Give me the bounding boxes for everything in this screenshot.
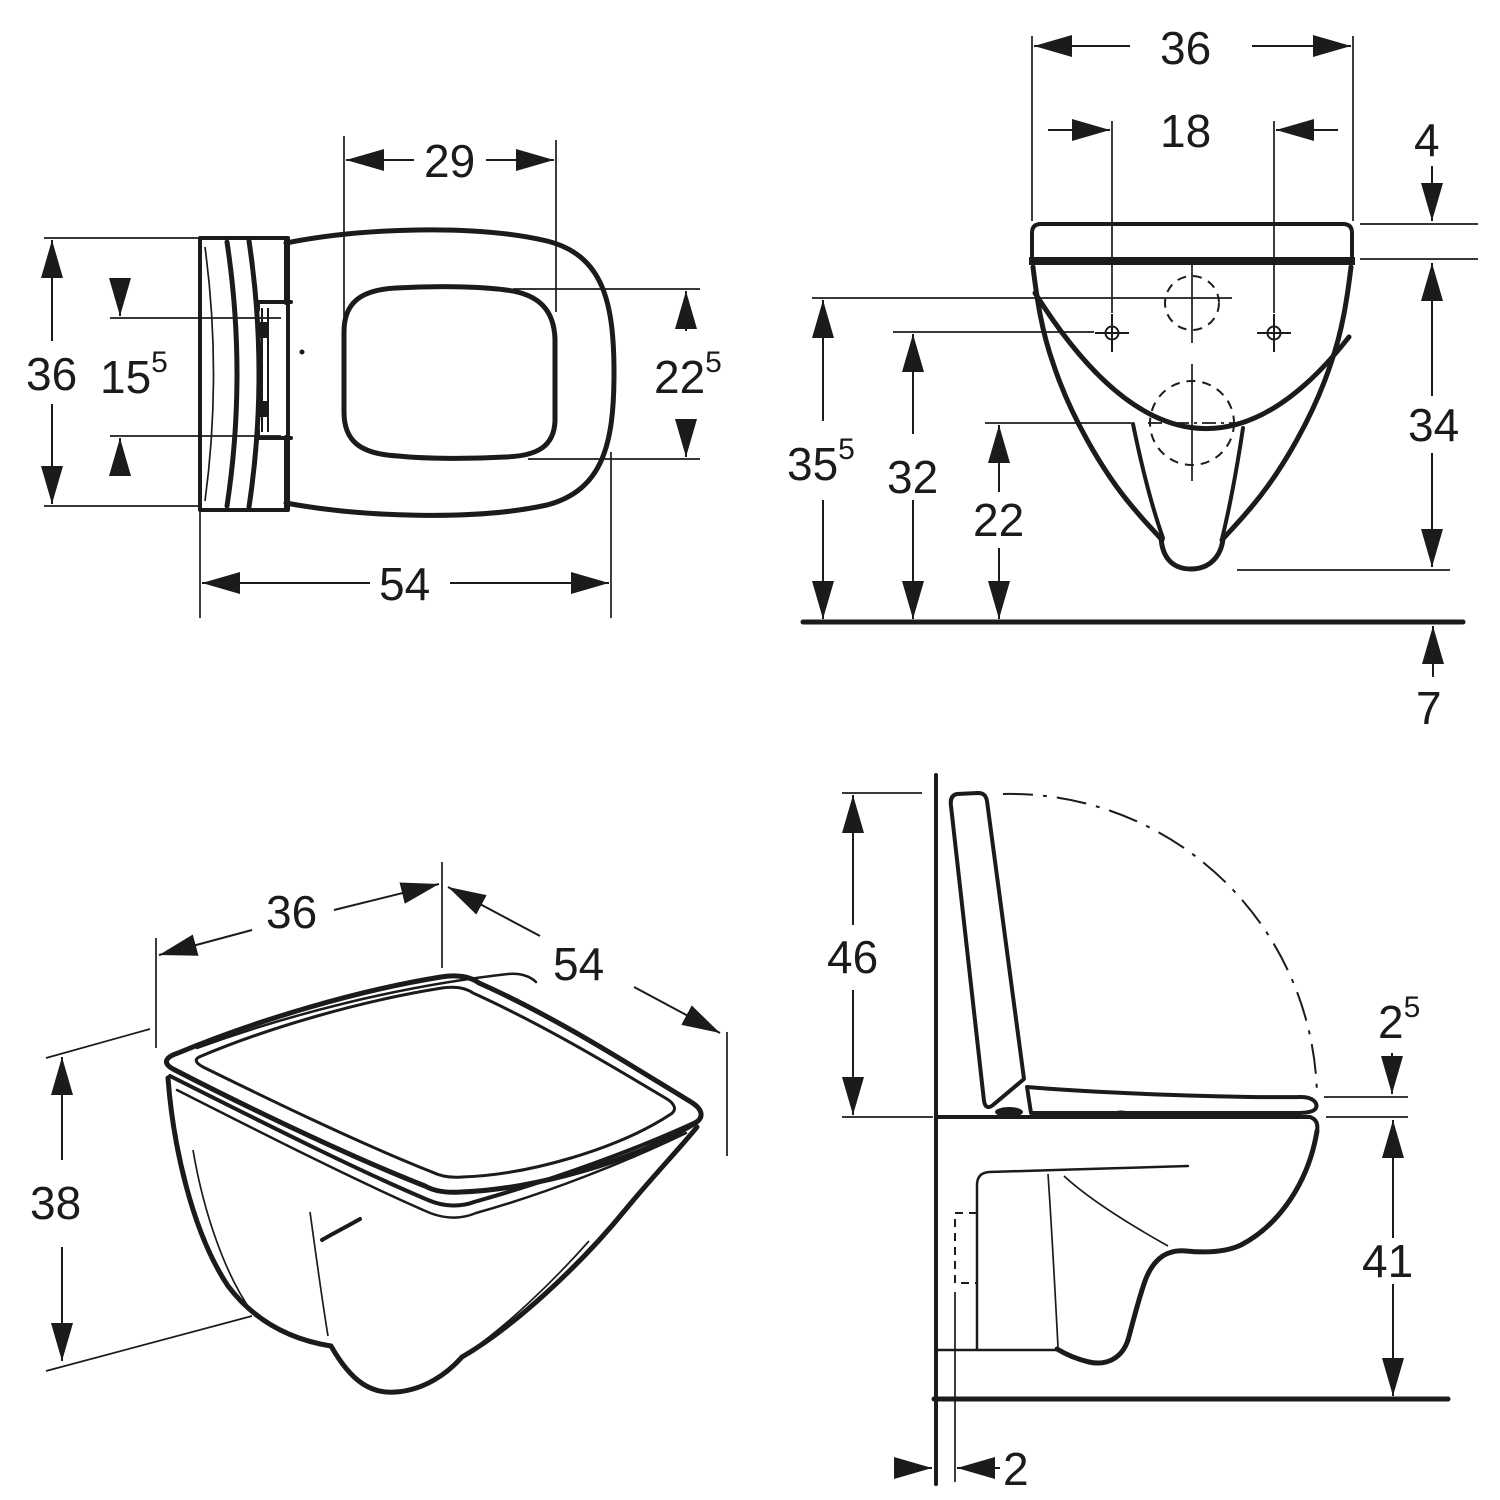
front-view-toilet [800, 222, 1466, 625]
bowl-outline-left [1030, 264, 1165, 543]
body-bottom-tip [328, 1343, 465, 1395]
interior-line-bowl [1063, 1175, 1169, 1247]
hinge-block-bottom [258, 401, 269, 417]
dim-clearance-7: 7 [1416, 626, 1444, 734]
seat-bottom-edge [168, 1074, 698, 1208]
dim-height-355: 355 [787, 297, 1232, 619]
ext-line [45, 1315, 253, 1372]
funnel-line-left [1131, 422, 1165, 540]
bowl-back-contour-thin [204, 246, 215, 502]
dim-label-height-inlet: 355 [787, 433, 855, 491]
dim-total-width-36: 36 [26, 237, 198, 507]
front-view: 36 18 4 34 355 [787, 22, 1478, 734]
dim-front-width-36: 36 [1031, 22, 1354, 221]
dim-label-rim-height: 41 [1362, 1235, 1413, 1287]
dim-label-front-width: 36 [1160, 22, 1211, 74]
ext-line [45, 1028, 151, 1059]
dim-hole-spacing-18: 18 [1048, 105, 1338, 313]
isometric-toilet [164, 972, 704, 1395]
dim-iso-height-38: 38 [30, 1028, 253, 1372]
dim-label-total-depth: 54 [379, 558, 430, 610]
dim-arrow-line [333, 882, 440, 911]
seat-opening-outline [341, 284, 558, 461]
dim-label-wall-clearance: 2 [1003, 1443, 1029, 1495]
open-lid-profile [948, 791, 1026, 1110]
isometric-view: 36 54 38 [30, 862, 728, 1395]
wall-mount-plate [198, 236, 290, 512]
side-view-toilet [931, 773, 1451, 1486]
dim-arrow-line [447, 886, 541, 937]
shroud-line-right [309, 1211, 329, 1337]
dim-lid-height-46: 46 [827, 792, 933, 1118]
seat-profile [1025, 1085, 1319, 1115]
hinge-block-top [258, 322, 269, 338]
fixing-hole-right [1257, 314, 1291, 352]
top-view: 29 36 155 225 54 [26, 135, 722, 618]
dim-label-opening-depth: 225 [654, 346, 722, 404]
lid-swing-arc [1002, 792, 1318, 1098]
dim-wall-clearance-2: 2 [894, 1443, 1029, 1495]
interior-line-back [1047, 1173, 1059, 1348]
inner-bowl-spur [320, 1217, 362, 1242]
reference-dot [299, 349, 305, 355]
dim-label-seat-above-rim: 25 [1378, 991, 1420, 1049]
dim-total-depth-54: 54 [199, 452, 612, 618]
dim-label-seat-thickness: 4 [1414, 114, 1440, 166]
dim-arrow-line [158, 929, 253, 956]
bowl-outline-right [1219, 264, 1354, 543]
hinge-bracket-top [256, 300, 293, 312]
body-back-edge [975, 1164, 1190, 1351]
dim-label-bowl-height: 34 [1408, 399, 1459, 451]
dim-label-opening-width: 29 [424, 135, 475, 187]
dim-opening-width-29: 29 [343, 135, 557, 331]
dim-arrow-line [633, 986, 721, 1034]
seat-lid-outline [283, 227, 617, 518]
lid-back-edge-inner [246, 238, 262, 510]
dim-hinge-span-155: 155 [100, 278, 281, 476]
dim-label-height-outlet: 22 [973, 494, 1024, 546]
dim-label-hole-spacing: 18 [1160, 105, 1211, 157]
dim-label-clearance: 7 [1416, 682, 1442, 734]
dim-label-lid-height: 46 [827, 931, 878, 983]
body-right-inner-line [469, 1240, 590, 1352]
body-left-contour [165, 1075, 334, 1349]
dim-label-hinge-span: 155 [100, 346, 168, 404]
bowl-underside-arc [1183, 1128, 1320, 1255]
dim-opening-depth-225: 225 [513, 288, 722, 460]
dim-label-total-width: 36 [26, 348, 77, 400]
top-view-toilet [198, 227, 617, 518]
bowl-s-curve [1125, 1248, 1189, 1343]
seat-lid-inner-line [194, 985, 676, 1179]
ceramic-back-edge [195, 972, 538, 1050]
fixing-hole-left [1095, 314, 1129, 352]
dim-rim-height-41: 41 [1362, 1120, 1413, 1396]
dim-height-22: 22 [973, 422, 1131, 619]
hinge-bracket-bottom [256, 428, 293, 440]
bowl-bottom-tip [1158, 534, 1226, 572]
dim-label-iso-height: 38 [30, 1177, 81, 1229]
funnel-line-right [1220, 426, 1245, 541]
hinge-bumper [995, 1107, 1023, 1117]
trap-bottom-curve [1054, 1337, 1131, 1366]
water-inlet-dashed-circle [1164, 275, 1220, 331]
dim-label-height-holes: 32 [887, 451, 938, 503]
dim-iso-depth-54: 54 [447, 886, 728, 1156]
shroud-line-left [192, 1149, 253, 1313]
side-view: 46 25 41 2 [827, 773, 1451, 1495]
dim-bowl-height-34: 34 [1237, 263, 1459, 571]
dim-label-iso-width: 36 [266, 886, 317, 938]
drain-pipe-dashed-box [954, 1212, 977, 1284]
body-right-contour [459, 1124, 700, 1360]
seat-lid-top-surface [164, 973, 704, 1195]
lid-back-edge-outer [224, 239, 240, 509]
ceramic-rim-edge [175, 1088, 688, 1219]
dim-iso-width-36: 36 [155, 862, 443, 1048]
dim-seat-thickness-4: 4 [1360, 114, 1478, 260]
dim-height-32: 32 [887, 331, 1094, 619]
dim-label-iso-depth: 54 [553, 938, 604, 990]
seat-band-outline [1030, 222, 1354, 260]
bowl-belly-curve [1032, 290, 1352, 432]
dim-seat-above-rim-25: 25 [1324, 991, 1420, 1118]
